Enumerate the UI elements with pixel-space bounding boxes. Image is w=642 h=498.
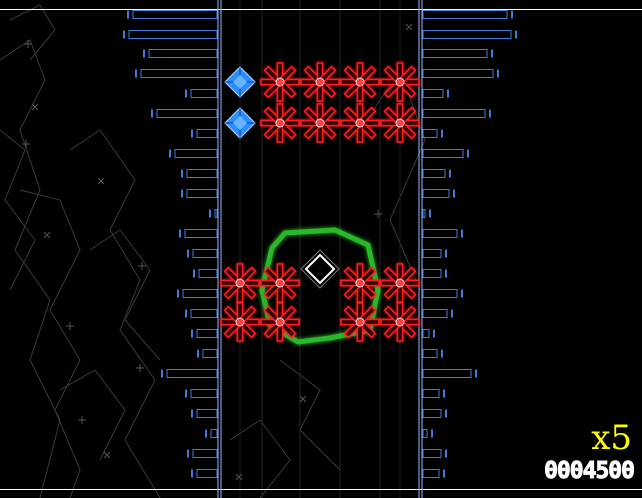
wall-bar [422, 229, 463, 238]
player-ship [300, 249, 340, 289]
wall-bar [187, 449, 218, 458]
wall-bar [181, 169, 218, 178]
red-starburst-enemy [380, 302, 420, 342]
wall-bar [191, 469, 218, 478]
wall-bar [422, 309, 453, 318]
wall-bar [422, 349, 443, 358]
wall-bar [422, 109, 491, 118]
red-starburst-enemy [260, 263, 300, 303]
wall-bar [127, 10, 218, 19]
wall-bar [422, 369, 477, 378]
red-starburst-enemy [340, 103, 380, 143]
wall-bar [422, 149, 469, 158]
red-starburst-enemy [380, 62, 420, 102]
enemy-group [220, 62, 420, 342]
wall-bar [422, 169, 451, 178]
blue-diamond-gem [224, 107, 256, 139]
left-wall-bars [123, 10, 218, 478]
wall-bar [422, 209, 431, 218]
score-counter: 0004500 [544, 458, 636, 485]
red-starburst-enemy [340, 62, 380, 102]
wall-bar [177, 289, 218, 298]
wall-bar [185, 89, 218, 98]
wall-bar [422, 469, 445, 478]
wall-bar [191, 129, 218, 138]
red-starburst-enemy [340, 263, 380, 303]
wall-bar [422, 30, 517, 39]
red-starburst-enemy [380, 103, 420, 143]
wall-bar [151, 109, 218, 118]
red-starburst-enemy [300, 62, 340, 102]
wall-bar [422, 289, 463, 298]
wall-bar [185, 389, 218, 398]
wall-bar [422, 10, 513, 19]
red-starburst-enemy [380, 263, 420, 303]
red-starburst-enemy [260, 103, 300, 143]
wall-bar [197, 349, 218, 358]
wall-bar [422, 269, 447, 278]
wall-bar [209, 209, 218, 218]
wall-bar [179, 229, 218, 238]
wall-bar [191, 409, 218, 418]
wall-bar [169, 149, 218, 158]
score-multiplier: x5 [591, 418, 632, 458]
green-shield [259, 227, 381, 345]
wall-bar [422, 189, 455, 198]
wall-bar [422, 69, 499, 78]
wall-bar [205, 429, 218, 438]
wall-bar [422, 409, 447, 418]
wall-bar [422, 49, 493, 58]
wall-bar [143, 49, 218, 58]
wall-bar [422, 329, 435, 338]
wall-bar [123, 30, 218, 39]
wall-bar [422, 249, 447, 258]
wall-bar [422, 89, 449, 98]
red-starburst-enemy [340, 302, 380, 342]
wall-bar [422, 129, 443, 138]
red-starburst-enemy [300, 103, 340, 143]
red-starburst-enemy [260, 62, 300, 102]
background-cross-marks [22, 23, 413, 481]
right-wall-bars [422, 10, 517, 478]
wall-bar [422, 389, 445, 398]
wall-bar [187, 249, 218, 258]
blue-diamond-gem [224, 66, 256, 98]
wall-bar [191, 329, 218, 338]
gem-group [224, 66, 256, 139]
wall-bar [422, 449, 447, 458]
wall-bar [185, 309, 218, 318]
wall-bar [135, 69, 218, 78]
wall-bar [161, 369, 218, 378]
red-starburst-enemy [220, 302, 260, 342]
wall-bar [193, 269, 218, 278]
red-starburst-enemy [260, 302, 300, 342]
wall-bar [181, 189, 218, 198]
red-starburst-enemy [220, 263, 260, 303]
wall-bar [422, 429, 433, 438]
